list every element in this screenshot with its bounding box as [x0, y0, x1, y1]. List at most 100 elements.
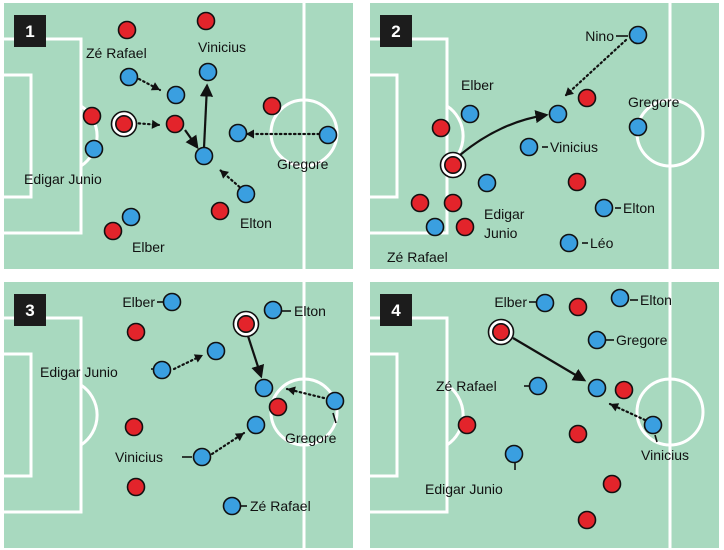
pitch-background: [370, 3, 719, 269]
run-arrowhead: [151, 119, 160, 129]
red-player: [455, 217, 475, 237]
run-arrowhead: [220, 170, 229, 179]
blue-player: [192, 447, 212, 467]
red-player: [126, 322, 146, 342]
player-label-elber: Elber: [494, 294, 527, 310]
pitch-background: [370, 282, 719, 548]
player-label-ze-rafael: Zé Rafael: [387, 249, 448, 265]
red-player: [577, 88, 597, 108]
label-connector: [654, 434, 658, 443]
player-label-ze-rafael: Zé Rafael: [436, 378, 497, 394]
ball-carrier-player: [491, 322, 510, 341]
panel-number-badge: [14, 15, 46, 47]
red-player: [262, 96, 282, 116]
red-player: [568, 424, 588, 444]
blue-player: [628, 25, 648, 45]
blue-player: [460, 104, 480, 124]
red-player: [410, 193, 430, 213]
run-arrowhead: [193, 354, 203, 363]
run-path-nino: [563, 38, 628, 98]
player-label-elber: Elber: [122, 294, 155, 310]
blue-player: [594, 198, 614, 218]
blue-player: [119, 67, 139, 87]
blue-player: [628, 117, 648, 137]
player-label-edigar-junio: Edigar Junio: [24, 171, 102, 187]
panel-number-badge: [380, 15, 412, 47]
panel-number-badge: [14, 294, 46, 326]
blue-player: [587, 378, 607, 398]
blue-player: [559, 233, 579, 253]
panel-number: 3: [25, 301, 34, 320]
player-label-vinicius: Vinicius: [641, 447, 689, 463]
blue-player: [166, 85, 186, 105]
player-label-elton: Elton: [640, 292, 672, 308]
panel-number-badge: [380, 294, 412, 326]
run-arrowhead: [287, 386, 296, 396]
player-label-edigar-junio: Edigar Junio: [40, 364, 118, 380]
run-path-ball-carrier: [132, 121, 162, 127]
player-label-edigar-junio: Edigar Junio: [425, 481, 503, 497]
player-label-elton: Elton: [623, 200, 655, 216]
red-player: [568, 297, 588, 317]
pitch-background: [4, 3, 353, 269]
red-player: [431, 118, 451, 138]
blue-player: [318, 125, 338, 145]
blue-player: [84, 139, 104, 159]
player-label-vinicius: Vinicius: [550, 139, 598, 155]
panel-number: 1: [25, 22, 34, 41]
goal-area: [365, 73, 399, 199]
player-label-gregore: Gregore: [616, 332, 668, 348]
red-player: [443, 193, 463, 213]
player-label-gregore: Gregore: [277, 156, 329, 172]
red-player: [602, 474, 622, 494]
pass-arrow: [246, 335, 265, 379]
blue-player: [228, 123, 248, 143]
player-label-elber: Elber: [132, 239, 165, 255]
blue-player: [477, 173, 497, 193]
penalty-arc: [446, 383, 465, 447]
blue-player: [121, 207, 141, 227]
player-label-elton: Elton: [240, 215, 272, 231]
blue-player: [587, 330, 607, 350]
blue-player: [548, 104, 568, 124]
blue-player: [425, 217, 445, 237]
player-label-gregore: Gregore: [628, 94, 680, 110]
player-label-ze-rafael: Zé Rafael: [250, 498, 311, 514]
red-player: [210, 201, 230, 221]
penalty-arc: [80, 383, 99, 447]
ball-carrier-player: [443, 156, 462, 175]
pass-arrow-vinicius: [199, 83, 214, 149]
red-player: [103, 221, 123, 241]
run-arrowhead: [246, 129, 254, 139]
red-player: [614, 380, 634, 400]
blue-player: [194, 146, 214, 166]
panel-number: 2: [391, 22, 400, 41]
run-path-gregore: [285, 387, 326, 400]
goal-area: [0, 352, 33, 478]
player-label-leo: Léo: [590, 235, 614, 251]
blue-player: [246, 415, 266, 435]
red-player: [577, 510, 597, 530]
blue-player: [528, 376, 548, 396]
player-label-elber: Elber: [461, 77, 494, 93]
red-player: [268, 397, 288, 417]
red-player: [126, 477, 146, 497]
red-player: [82, 106, 102, 126]
panel-number: 4: [391, 301, 401, 320]
blue-player: [519, 137, 539, 157]
ball-carrier-player: [115, 115, 134, 134]
pass-arrow-vinicius: [459, 110, 549, 156]
blue-player: [222, 496, 242, 516]
blue-player: [254, 378, 274, 398]
blue-player: [535, 293, 555, 313]
run-arrowhead: [234, 433, 244, 442]
red-player: [117, 20, 137, 40]
blue-player: [263, 300, 283, 320]
player-label-vinicius: Vinicius: [115, 449, 163, 465]
blue-player: [152, 360, 172, 380]
blue-player: [236, 184, 256, 204]
